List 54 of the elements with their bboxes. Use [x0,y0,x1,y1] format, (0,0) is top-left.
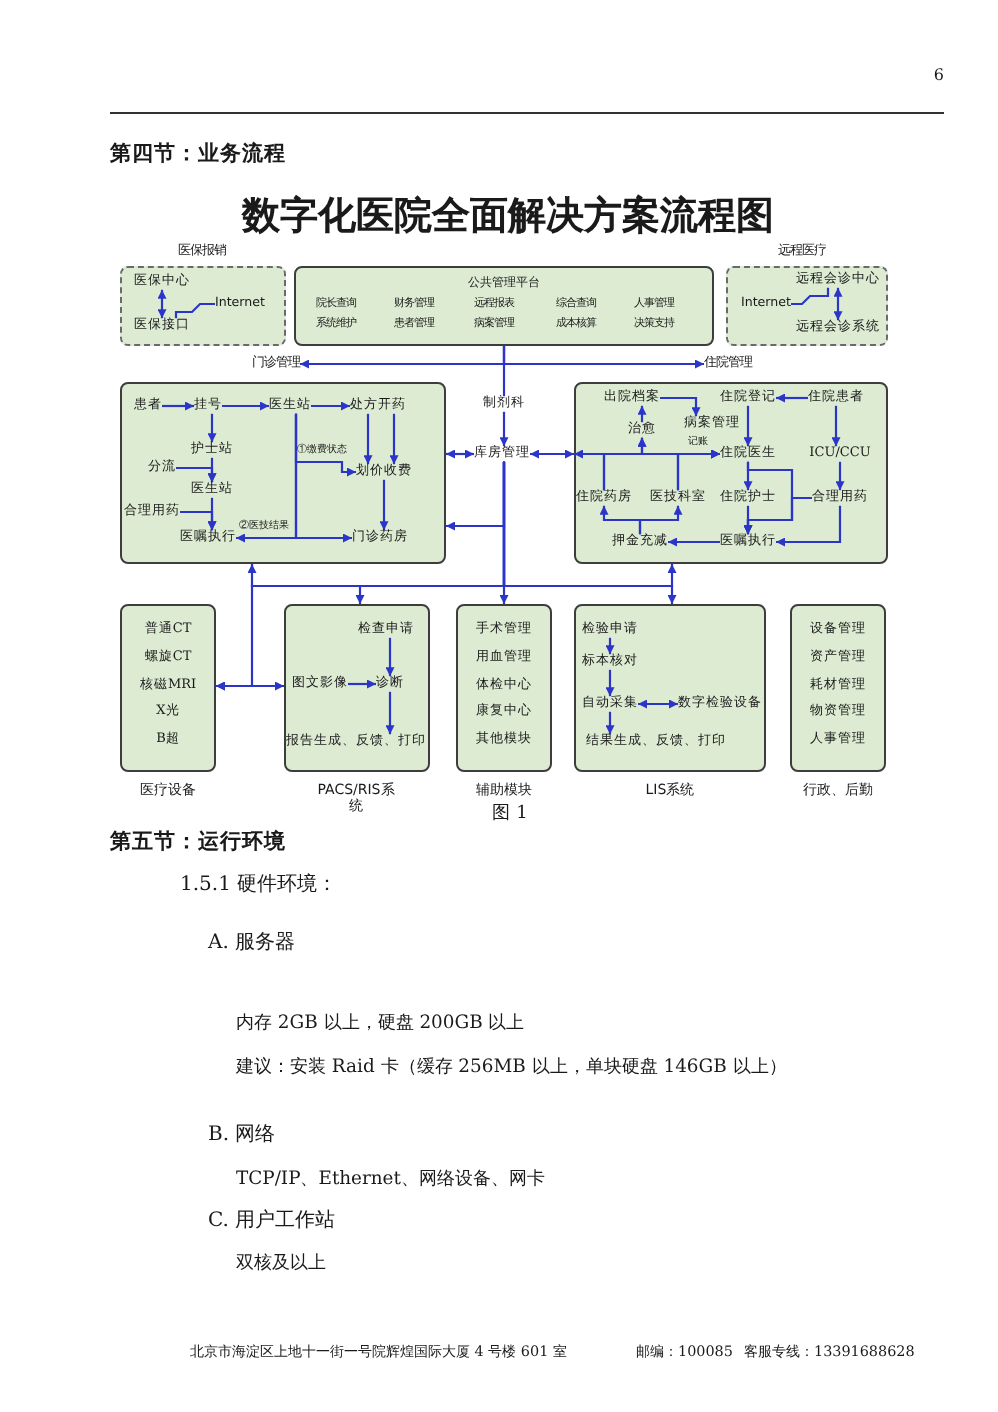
page-number: 6 [933,66,944,86]
arrow [743,405,753,447]
section-heading: 第四节：业务流程 [110,141,286,167]
arrow [605,669,615,697]
arrow [176,466,217,483]
list-heading: C. 用户工作站 [208,1210,336,1234]
arrow [389,413,399,465]
arrow [574,449,720,459]
arrow [499,411,509,447]
connector-line [791,287,830,306]
section-heading: 第五节：运行环境 [110,829,286,855]
arrow [660,396,701,417]
connector-line [502,346,506,397]
arrow [180,510,217,531]
subsection-heading: 1.5.1 硬件环境： [180,874,338,898]
arrow [222,401,269,411]
arrow [835,461,845,491]
arrow [530,449,574,459]
diagram-title: 数字化医院全面解决方案流程图 [242,193,774,239]
arrow [311,401,350,411]
arrow [157,289,167,319]
arrow [637,437,680,491]
list-heading: B. 网络 [208,1124,276,1148]
arrow [743,496,812,535]
arrow [294,413,352,543]
module-panel [574,382,888,564]
arrow [348,679,376,689]
arrow [833,287,843,321]
list-heading: A. 服务器 [208,932,296,956]
arrow [831,405,841,447]
arrow [379,479,389,531]
arrow [446,449,474,459]
figure-caption: 图 1 [492,803,528,825]
body-text: 双核及以上 [236,1252,326,1276]
arrow [207,413,217,443]
arrow [668,537,720,547]
body-text: 建议：安装 Raid 卡（缓存 256MB 以上，单块硬盘 146GB 以上） [236,1056,787,1080]
arrow [216,461,506,691]
module-panel [294,266,714,346]
arrow [605,637,615,655]
arrow [776,505,842,547]
arrow [162,401,194,411]
arrow [363,413,373,465]
connector-line [174,302,215,319]
module-panel [120,382,446,564]
arrow [638,699,678,709]
arrow [605,711,615,735]
arrow [385,691,395,735]
arrow [385,637,395,677]
body-text: TCP/IP、Ethernet、网络设备、网卡 [236,1168,545,1192]
body-text: 内存 2GB 以上，硬盘 200GB 以上 [236,1012,525,1036]
arrow [638,505,683,535]
arrow [637,405,647,423]
arrow [776,393,808,403]
